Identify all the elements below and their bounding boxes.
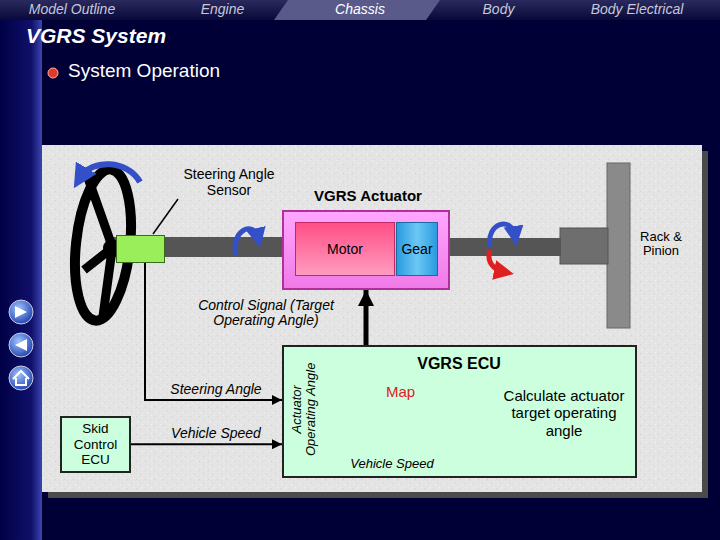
bullet-text: System Operation bbox=[68, 61, 318, 82]
rotation-arrow bbox=[489, 250, 504, 272]
rotation-arrow bbox=[235, 229, 258, 256]
signal-label: Control Signal (Target Operating Angle) bbox=[180, 298, 352, 329]
signal-arrow bbox=[364, 290, 369, 345]
node-heading: Steering Angle Sensor bbox=[179, 166, 279, 198]
signal-label: Vehicle Speed bbox=[158, 426, 274, 441]
node-heading: Skid Control ECU bbox=[66, 421, 125, 468]
axis-label: Vehicle Speed bbox=[338, 457, 446, 471]
axis-label: Actuator Operating Angle bbox=[290, 355, 319, 463]
rack bbox=[607, 163, 630, 328]
nav-tab: Body Electrical bbox=[572, 2, 702, 17]
rotation-arrow bbox=[490, 224, 515, 247]
pinion-housing bbox=[560, 228, 608, 264]
nav-tab: Model Outline bbox=[8, 2, 136, 17]
node-heading: Gear bbox=[401, 241, 432, 257]
signal-arrow bbox=[131, 443, 282, 445]
signal-arrow bbox=[145, 263, 282, 400]
node-heading: Motor bbox=[327, 241, 363, 257]
nav-tab: Body bbox=[446, 2, 551, 17]
nav-tab: Engine bbox=[170, 2, 275, 17]
nav-tab: Chassis bbox=[305, 2, 415, 17]
rotation-arrow bbox=[80, 164, 140, 182]
panel bbox=[42, 145, 702, 492]
signal-label: Steering Angle bbox=[158, 382, 274, 397]
sidebar bbox=[0, 0, 42, 540]
nav-bar bbox=[0, 0, 720, 20]
map-label: Map bbox=[386, 384, 436, 401]
output-shaft bbox=[449, 238, 561, 256]
node-text: Calculate actuator target operating angl… bbox=[502, 387, 626, 439]
node-heading: VGRS ECU bbox=[384, 355, 534, 373]
bullet bbox=[48, 68, 58, 78]
gear-box: Gear bbox=[396, 222, 438, 276]
nav-buttons bbox=[9, 300, 33, 390]
node-heading: VGRS Actuator bbox=[284, 187, 452, 204]
skid-ecu-box: Skid Control ECU bbox=[60, 416, 131, 473]
active-tab bbox=[274, 0, 440, 20]
motor-box: Motor bbox=[295, 222, 395, 276]
leader-line bbox=[153, 199, 178, 234]
part-label: Rack & Pinion bbox=[632, 230, 690, 259]
ecu-box: VGRS ECU Calculate actuator target operat… bbox=[282, 345, 637, 478]
slide-title: VGRS System bbox=[26, 24, 166, 47]
sensor: Steering Angle Sensor bbox=[116, 235, 165, 263]
actuator-housing: VGRS ActuatorMotorGear bbox=[282, 210, 450, 290]
